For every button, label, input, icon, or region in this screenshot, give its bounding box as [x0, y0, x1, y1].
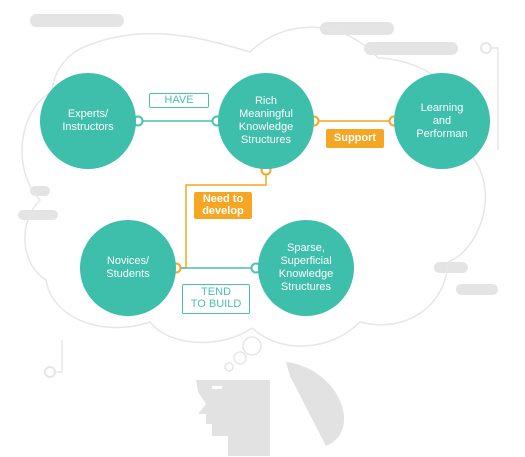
decor-dot [480, 42, 492, 54]
link-need-to-develop [176, 170, 267, 269]
edge-label-support: Support [326, 129, 384, 148]
decor-bar [456, 284, 498, 295]
node-experts-instructors: Experts/ Instructors [40, 73, 136, 169]
node-label: Learning and Performan [416, 101, 468, 140]
thought-cloud-outline [21, 26, 487, 347]
node-label: Novices/ Students [106, 255, 150, 280]
node-rich-knowledge-structures: Rich Meaningful Knowledge Structures [218, 73, 314, 169]
thought-bubble [242, 336, 262, 356]
decor-bar [364, 42, 458, 55]
head-eye [212, 386, 222, 389]
node-learning-and-performance: Learning and Performan [394, 73, 490, 169]
thought-bubble [224, 362, 234, 372]
edge-label-need-to-develop: Need to develop [194, 192, 252, 219]
node-label: Rich Meaningful Knowledge Structures [238, 95, 294, 146]
edge-label-tend-to-build: TEND TO BUILD [182, 284, 250, 314]
node-novices-students: Novices/ Students [80, 220, 176, 316]
decor-bar [434, 262, 468, 273]
open-head-lid [286, 362, 345, 446]
decor-bar [18, 210, 58, 220]
node-label: Experts/ Instructors [62, 108, 114, 133]
decor-dot [44, 366, 56, 378]
decor-bar [320, 22, 394, 35]
head-silhouette [196, 380, 270, 456]
decor-bar [30, 14, 124, 27]
node-sparse-knowledge-structures: Sparse, Superficial Knowledge Structures [258, 220, 354, 316]
thought-bubble [233, 351, 247, 365]
node-label: Sparse, Superficial Knowledge Structures [278, 242, 334, 293]
edge-label-have: HAVE [149, 93, 209, 108]
